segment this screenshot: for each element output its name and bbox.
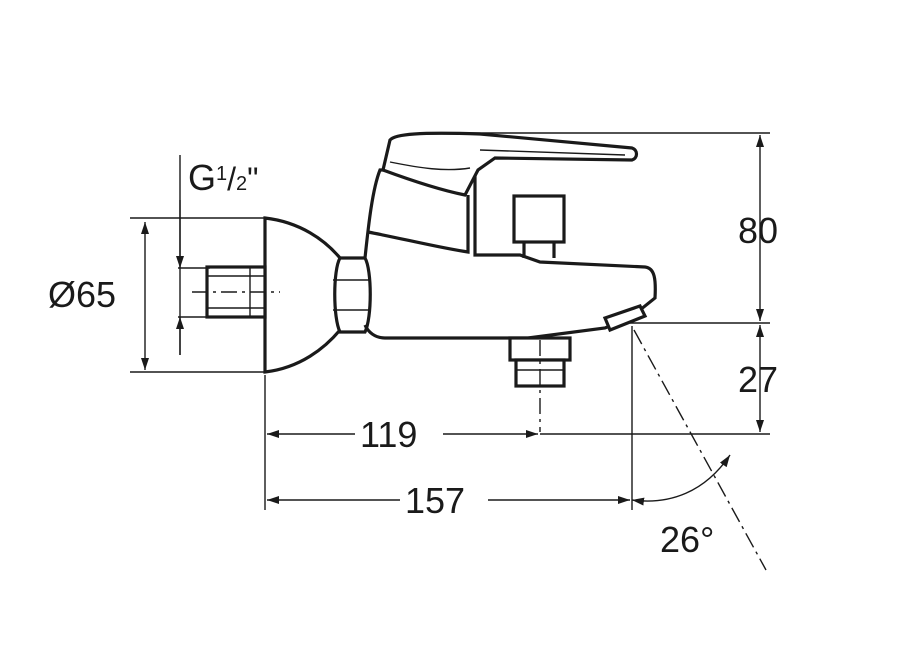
- length-outlet-label: 119: [360, 414, 417, 455]
- height-bottom-label: 27: [738, 359, 778, 400]
- height-top-label: 80: [738, 210, 778, 251]
- spout-tip: [602, 304, 648, 333]
- diameter-label: Ø65: [48, 274, 116, 315]
- dimension-lines: [130, 132, 770, 510]
- angle-label: 26°: [660, 519, 714, 560]
- hex-nut: [333, 256, 372, 334]
- wall-escutcheon: [263, 216, 342, 374]
- thread-label: G1/2": [188, 157, 259, 198]
- diverter-knob: [512, 194, 566, 244]
- mixer-body: [363, 168, 657, 340]
- center-lines: [192, 291, 767, 571]
- faucet-outline: [205, 131, 657, 388]
- length-spout-label: 157: [405, 480, 465, 521]
- lever-handle: [381, 131, 639, 197]
- dimension-labels: G1/2" Ø65 80 27 119 157 26°: [48, 157, 778, 560]
